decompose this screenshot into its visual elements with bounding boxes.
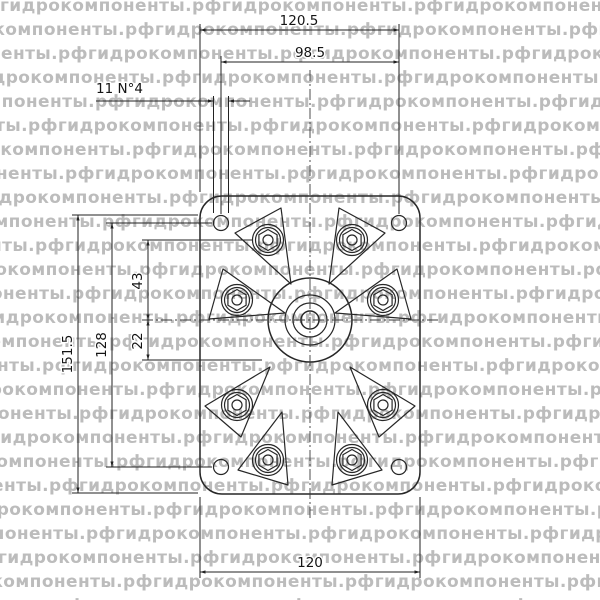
hex-bolt — [335, 223, 369, 257]
corner-hole — [390, 214, 408, 232]
dim-label-bottom-width: 120 — [297, 555, 323, 571]
watermark-row: гидрокомпоненты.рфгидрокомпоненты.рфгидр… — [0, 0, 600, 16]
watermark-row: гидрокомпоненты.рфгидрокомпоненты.рфгидр… — [0, 428, 600, 448]
watermark-row: гидрокомпоненты.рфгидрокомпоненты.рфгидр… — [0, 548, 600, 568]
watermark-row: гидрокомпоненты.рфгидрокомпоненты.рфгидр… — [0, 68, 600, 88]
dim-lower-offset: 22 — [129, 320, 150, 360]
watermark-row: гидрокомпоненты.рфгидрокомпоненты.рфгидр… — [0, 404, 600, 424]
watermark-row: гидрокомпоненты.рфгидрокомпоненты.рфгидр… — [0, 260, 600, 280]
watermark-row: гидрокомпоненты.рфгидрокомпоненты.рфгидр… — [0, 500, 600, 520]
corner-hole — [212, 458, 230, 476]
watermark-row: гидрокомпоненты.рфгидрокомпоненты.рфгидр… — [0, 356, 600, 376]
watermark-row: гидрокомпоненты.рфгидрокомпоненты.рфгидр… — [0, 212, 600, 232]
dim-label-height-overall: 151.5 — [60, 335, 76, 374]
watermark-row: гидрокомпоненты.рфгидрокомпоненты.рфгидр… — [0, 572, 600, 592]
watermark-row: гидрокомпоненты.рфгидрокомпоненты.рфгидр… — [0, 524, 600, 544]
watermark-row: гидрокомпоненты.рфгидрокомпоненты.рфгидр… — [0, 92, 600, 112]
dim-top-width: 120.5 — [200, 12, 399, 32]
dimensions: 120.5 98.5 11 N°4 151.5 128 — [59, 12, 421, 578]
hex-bolt — [251, 443, 285, 477]
dim-label-top-width: 120.5 — [280, 13, 319, 29]
watermark-row: гидрокомпоненты.рфгидрокомпоненты.рфгидр… — [0, 594, 600, 600]
rib-lobes — [204, 207, 416, 486]
dim-label-lower-offset: 22 — [130, 332, 146, 349]
watermark-row: гидрокомпоненты.рфгидрокомпоненты.рфгидр… — [0, 332, 600, 352]
watermark-row: гидрокомпоненты.рфгидрокомпоненты.рфгидр… — [0, 236, 600, 256]
dim-label-hole-note: 11 N°4 — [96, 81, 143, 97]
dim-label-hole-spacing-h: 98.5 — [295, 45, 325, 61]
dim-hole-spacing-h: 98.5 — [221, 44, 399, 64]
corner-hole — [212, 214, 230, 232]
dim-hole-spacing-v: 128 — [93, 223, 114, 467]
watermark-row: гидрокомпоненты.рфгидрокомпоненты.рфгидр… — [0, 380, 600, 400]
hex-bolt — [335, 443, 369, 477]
watermark-row: гидрокомпоненты.рфгидрокомпоненты.рфгидр… — [0, 164, 600, 184]
dim-height-overall: 151.5 — [59, 215, 80, 493]
watermark-row: гидрокомпоненты.рфгидрокомпоненты.рфгидр… — [0, 44, 600, 64]
watermark-row: гидрокомпоненты.рфгидрокомпоненты.рфгидр… — [0, 308, 600, 328]
dim-hole-note: 11 N°4 — [95, 80, 250, 103]
watermark-row: гидрокомпоненты.рфгидрокомпоненты.рфгидр… — [0, 116, 600, 136]
dim-label-upper-offset: 43 — [130, 272, 146, 289]
dim-bottom-width: 120 — [200, 554, 420, 574]
flange-plate — [142, 70, 438, 520]
hex-bolt — [220, 283, 254, 317]
dim-label-hole-spacing-v: 128 — [94, 332, 110, 358]
hex-bolt — [220, 388, 254, 422]
watermark-row: гидрокомпоненты.рфгидрокомпоненты.рфгидр… — [0, 284, 600, 304]
hex-bolt — [251, 223, 285, 257]
hex-bolt — [366, 283, 400, 317]
extension-lines — [72, 24, 421, 578]
hex-bolt — [366, 388, 400, 422]
watermark-row: гидрокомпоненты.рфгидрокомпоненты.рфгидр… — [0, 188, 600, 208]
watermark-row: гидрокомпоненты.рфгидрокомпоненты.рфгидр… — [0, 476, 600, 496]
dim-upper-offset: 43 — [129, 240, 150, 320]
watermark-row: гидрокомпоненты.рфгидрокомпоненты.рфгидр… — [0, 140, 600, 160]
corner-hole — [390, 458, 408, 476]
